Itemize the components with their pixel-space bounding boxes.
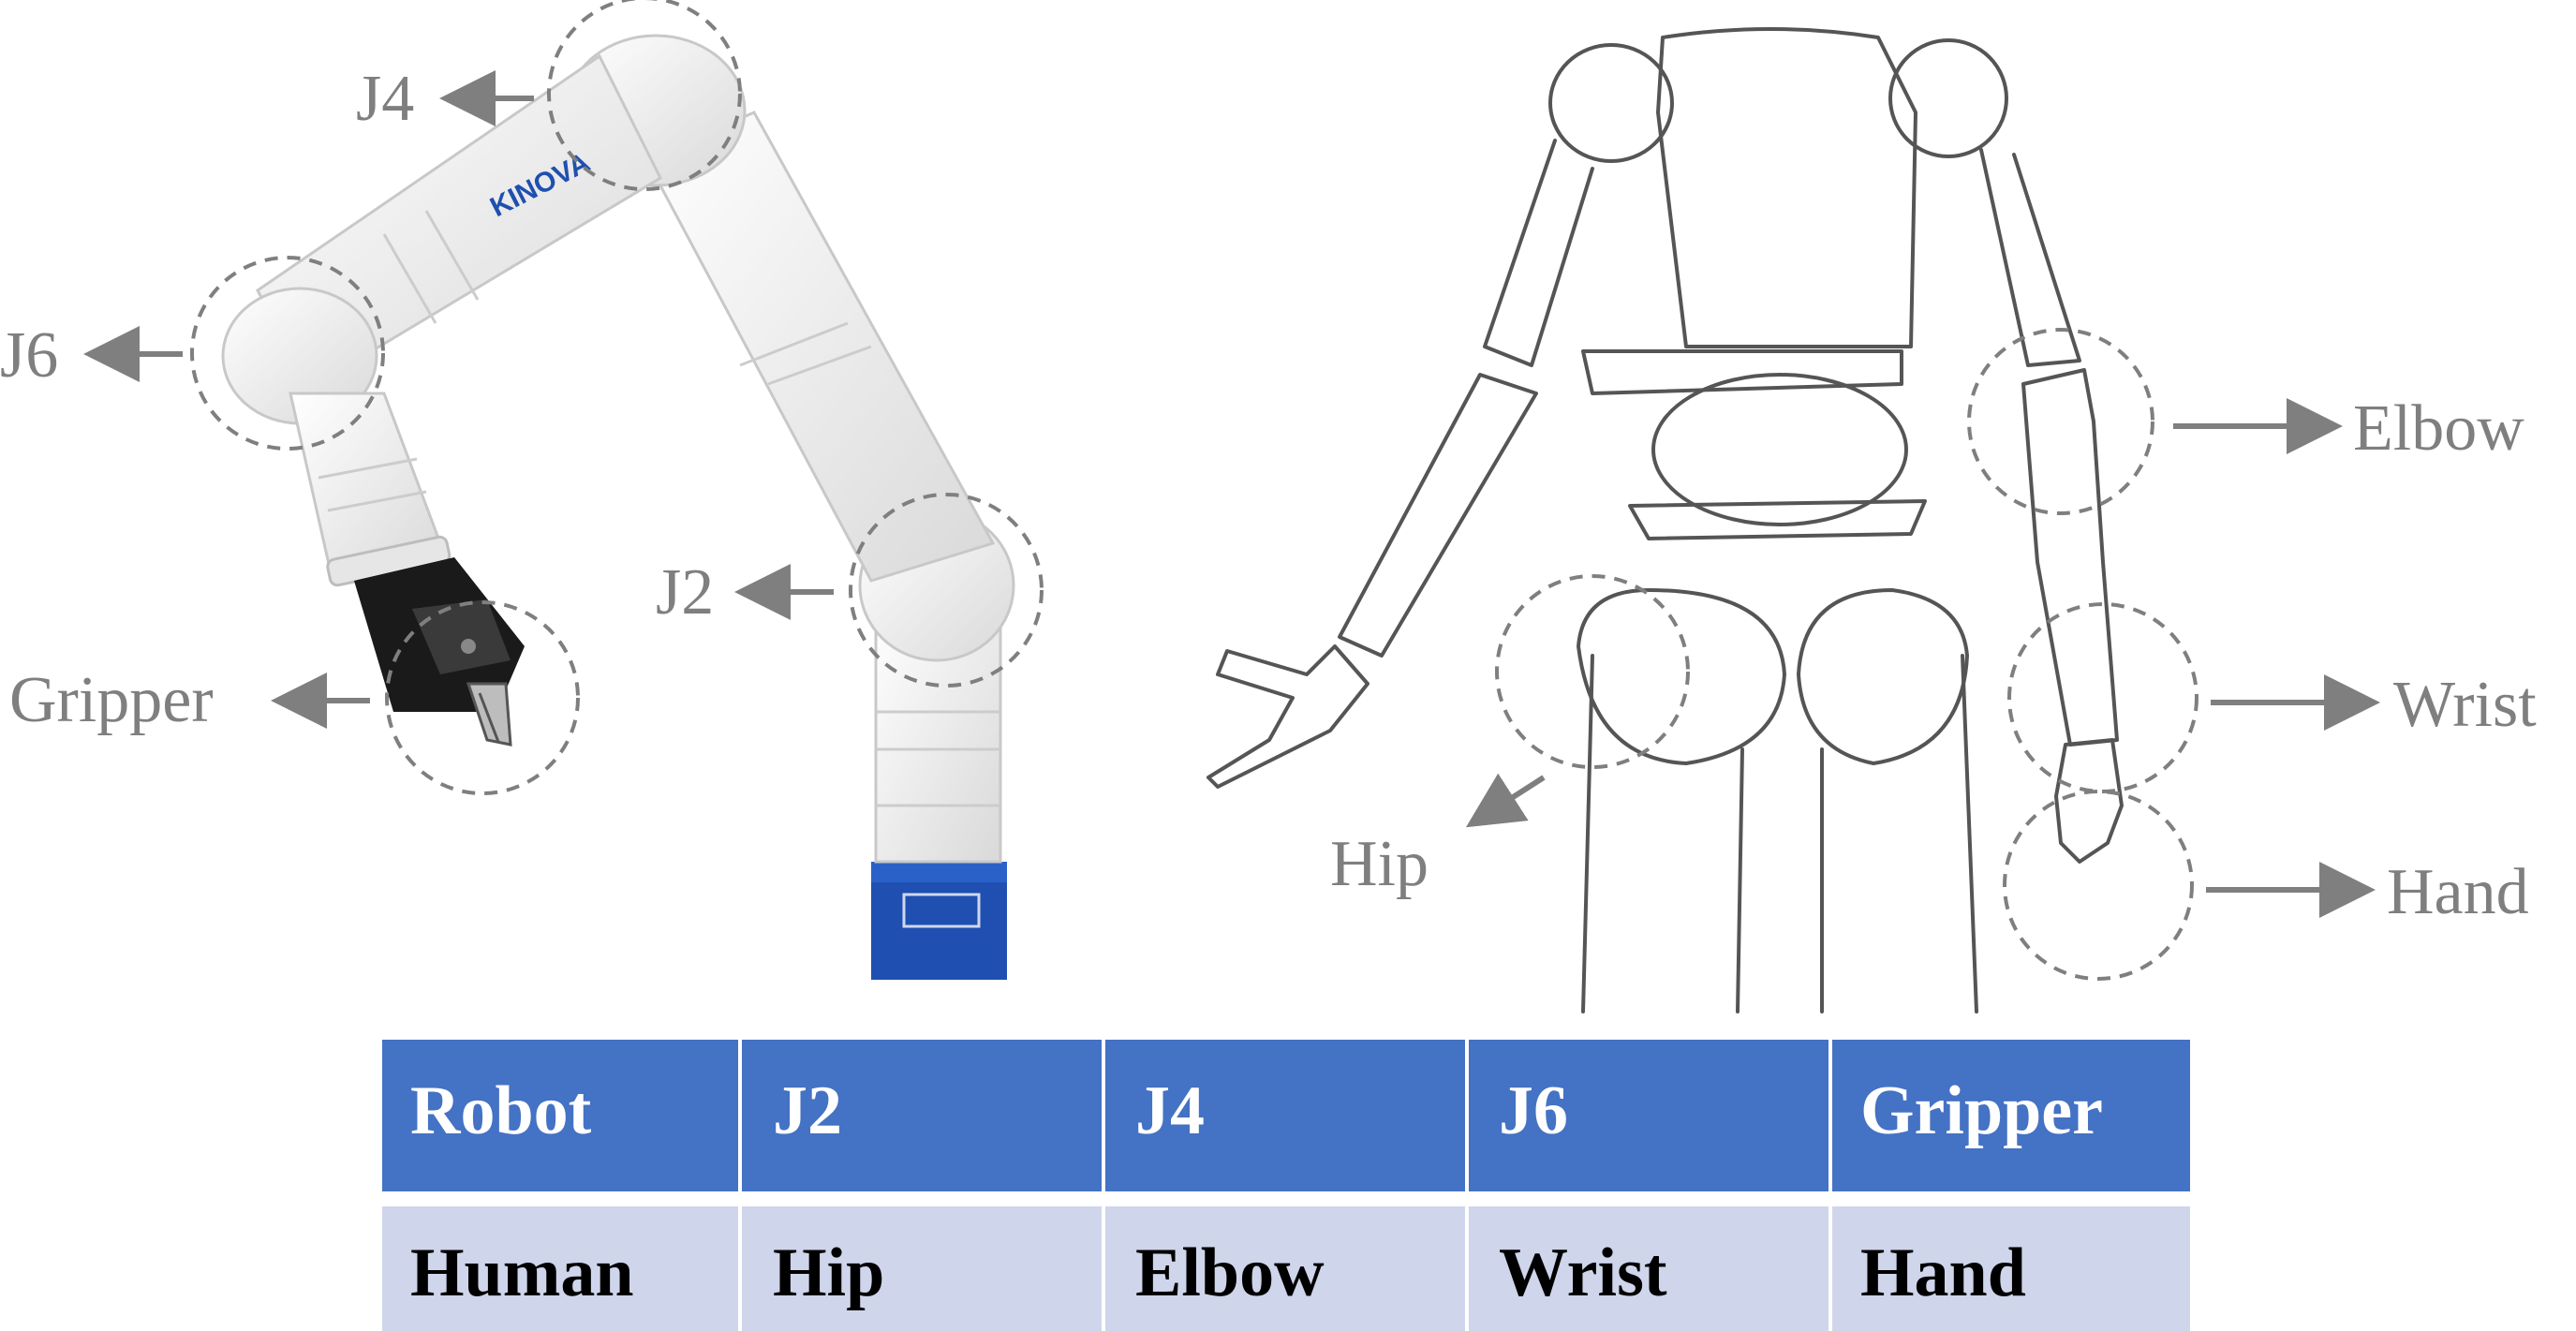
human-left-forearm: [1338, 373, 1538, 658]
human-right-upper-arm: [1979, 148, 2081, 367]
human-left-upper-arm: [1483, 139, 1594, 367]
label-gripper: Gripper: [9, 664, 214, 736]
robot-arm-illustration: KINOVA: [221, 34, 1015, 980]
human-left-hand: [1207, 644, 1369, 789]
robot-gripper: [354, 557, 525, 747]
j4-dashed-circle: [547, 0, 742, 191]
j2-dashed-circle: [849, 493, 1044, 688]
table-row-cell: [1105, 1206, 1465, 1331]
human-sketch-illustration: [1207, 27, 2124, 1013]
table-header-j2: J2: [773, 1072, 842, 1149]
robot-joint-markers: [190, 0, 1044, 795]
mapping-table: Robot J2 J4 J6 Gripper Human Hip Elbow W…: [382, 1040, 2190, 1331]
table-header-j4: J4: [1135, 1072, 1205, 1149]
table-header-cell: [1469, 1040, 1828, 1191]
label-hip: Hip: [1330, 828, 1429, 900]
table-header-gripper: Gripper: [1860, 1072, 2103, 1149]
human-left-hip: [1577, 588, 1786, 765]
table-header-robot: Robot: [410, 1072, 592, 1149]
hip-dashed-circle: [1495, 574, 1690, 769]
label-elbow: Elbow: [2353, 392, 2524, 465]
human-right-hip: [1797, 588, 1969, 765]
gripper-dashed-circle: [385, 600, 580, 795]
table-row-cell: [1832, 1206, 2190, 1331]
j6-dashed-circle: [190, 256, 385, 451]
table-row-cell: [382, 1206, 738, 1331]
human-right-leg: [1820, 654, 1978, 1013]
table-cell-elbow: Elbow: [1135, 1235, 1325, 1311]
table-cell-hip: Hip: [773, 1235, 884, 1311]
label-hand: Hand: [2387, 856, 2529, 928]
table-row-cell: [742, 1206, 1102, 1331]
label-wrist: Wrist: [2393, 669, 2537, 741]
human-left-shoulder: [1548, 43, 1674, 163]
label-j6: J6: [0, 319, 58, 392]
table-header-cell: [742, 1040, 1102, 1191]
table-cell-wrist: Wrist: [1499, 1235, 1667, 1311]
label-j2: J2: [656, 556, 714, 629]
label-j4: J4: [356, 63, 414, 135]
human-right-shoulder: [1888, 38, 2008, 158]
human-right-hand: [2054, 738, 2124, 864]
human-joint-markers: [1495, 328, 2198, 981]
table-header-j6: J6: [1499, 1072, 1568, 1149]
elbow-dashed-circle: [1967, 328, 2154, 515]
table-header-cell: [1832, 1040, 2190, 1191]
human-right-forearm: [2021, 368, 2119, 747]
hand-dashed-circle: [2003, 790, 2194, 981]
human-left-leg: [1581, 654, 1744, 1013]
table-cell-human: Human: [410, 1235, 634, 1311]
table-header-cell: [1105, 1040, 1465, 1191]
table-row-cell: [1469, 1206, 1828, 1331]
table-header-cell: [382, 1040, 738, 1191]
robot-label-arrows: [83, 70, 834, 729]
table-cell-hand: Hand: [1860, 1235, 2026, 1311]
robot-upper-link: [644, 111, 996, 583]
human-torso: [1656, 27, 1917, 348]
human-belly: [1651, 373, 1908, 526]
wrist-dashed-circle: [2007, 602, 2198, 793]
human-label-arrows: [1465, 398, 2380, 918]
